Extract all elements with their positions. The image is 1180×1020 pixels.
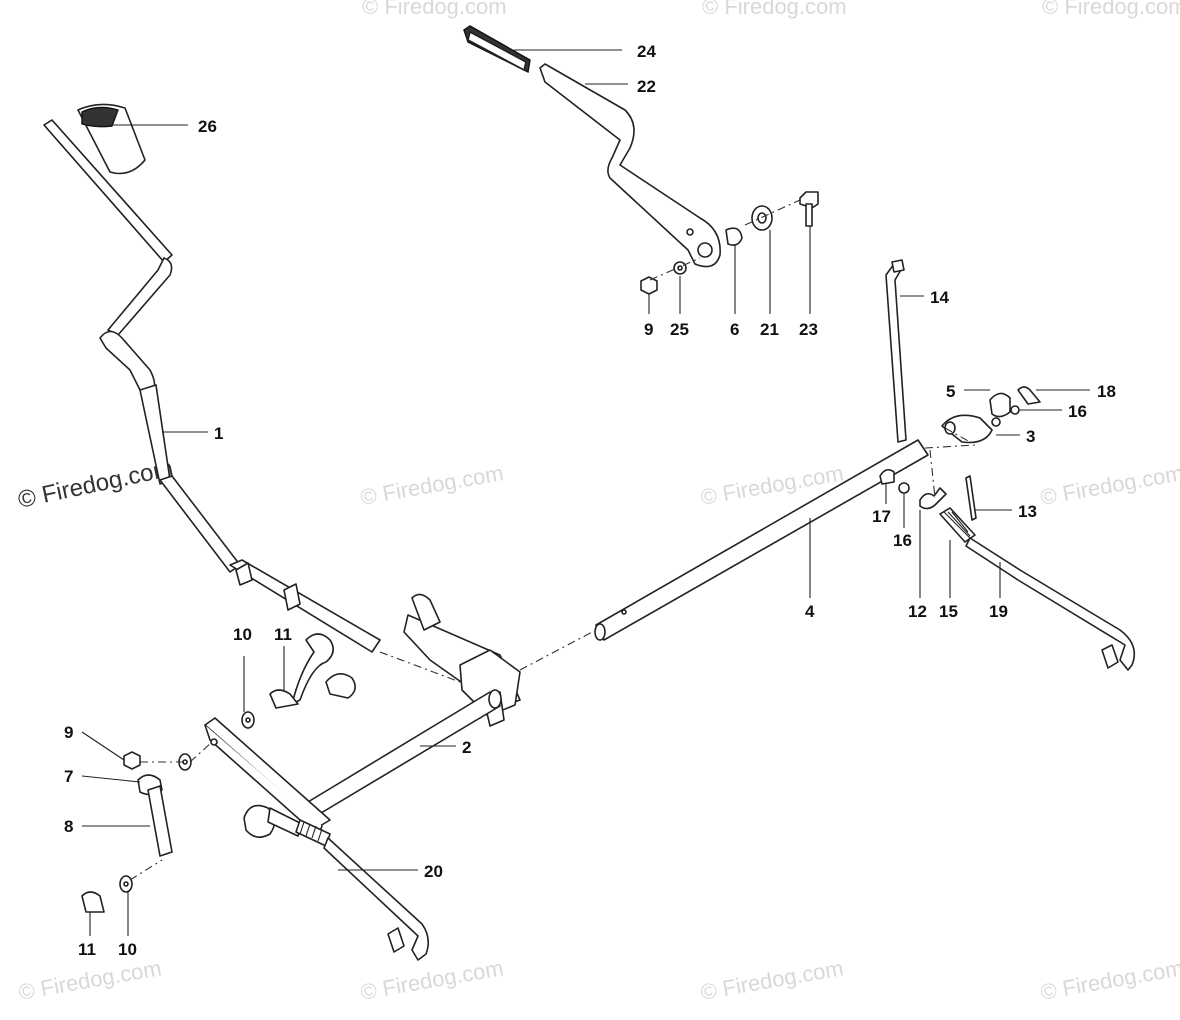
callout-9: 9 <box>64 723 73 742</box>
left-hardware <box>81 633 356 913</box>
callout-6: 6 <box>730 320 739 339</box>
callout-17: 17 <box>872 507 891 526</box>
part-4-cross-shaft <box>594 439 929 641</box>
callout-16: 16 <box>1068 402 1087 421</box>
callout-11: 11 <box>78 940 96 959</box>
callout-5: 5 <box>946 382 955 401</box>
callout-18: 18 <box>1097 382 1116 401</box>
callout-25: 25 <box>670 320 689 339</box>
watermark: © Firedog.com <box>359 955 506 1005</box>
watermark: © Firedog.com <box>362 0 507 19</box>
callout-3: 3 <box>1026 427 1035 446</box>
part-1-lever-rod <box>43 119 381 653</box>
callout-16: 16 <box>893 531 912 550</box>
part-20-spring-rod <box>243 804 430 961</box>
callout-10: 10 <box>233 625 252 644</box>
callout-11: 11 <box>274 625 292 644</box>
watermark: © Firedog.com <box>17 955 164 1005</box>
part-14-rod <box>885 259 907 443</box>
watermark: © Firedog.com <box>699 955 846 1005</box>
watermark: © Firedog.com <box>1039 460 1180 510</box>
watermark: © Firedog.com <box>702 0 847 19</box>
right-hardware <box>879 386 1136 671</box>
watermark: © Firedog.com <box>1039 955 1180 1005</box>
callout-20: 20 <box>424 862 443 881</box>
watermark-main: © Firedog.com <box>16 455 176 514</box>
callout-7: 7 <box>64 767 73 786</box>
callout-15: 15 <box>939 602 958 621</box>
callout-26: 26 <box>198 117 217 136</box>
callout-8: 8 <box>64 817 73 836</box>
callout-21: 21 <box>760 320 779 339</box>
callout-14: 14 <box>930 288 949 307</box>
watermark: © Firedog.com <box>359 460 506 510</box>
callout-4: 4 <box>805 602 815 621</box>
part-2-lower-shaft <box>204 689 502 837</box>
part-26-grip <box>77 103 146 175</box>
callout-2: 2 <box>462 738 471 757</box>
callout-10: 10 <box>118 940 137 959</box>
callout-23: 23 <box>799 320 818 339</box>
watermark: © Firedog.com <box>1042 0 1180 19</box>
callout-13: 13 <box>1018 502 1037 521</box>
pedal-hardware <box>640 191 819 295</box>
callout-labels: 26 24 22 1 14 9 25 6 21 23 5 18 16 3 13 … <box>64 42 1116 959</box>
part-24-pedal-pad <box>463 25 531 74</box>
callout-24: 24 <box>637 42 656 61</box>
callout-1: 1 <box>214 424 223 443</box>
leader-lines <box>81 49 1090 936</box>
callout-9: 9 <box>644 320 653 339</box>
part-22-brake-pedal-arm <box>539 63 721 268</box>
callout-22: 22 <box>637 77 656 96</box>
callout-19: 19 <box>989 602 1008 621</box>
callout-12: 12 <box>908 602 927 621</box>
